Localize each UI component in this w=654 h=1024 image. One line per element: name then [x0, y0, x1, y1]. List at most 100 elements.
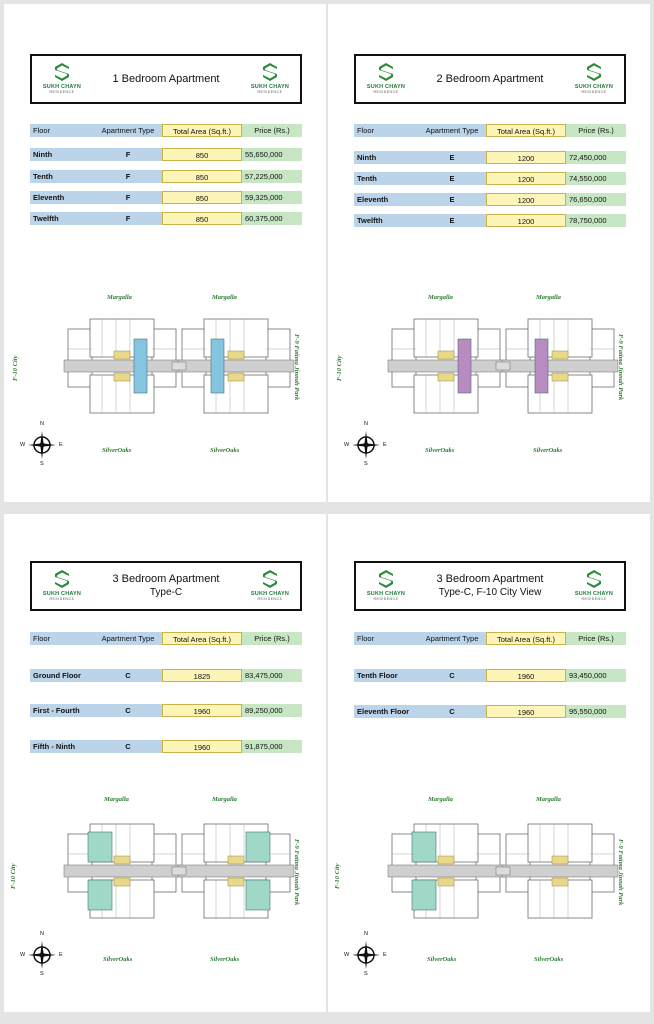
brand-logo: SUKH CHAYN RESIDENCE [250, 568, 290, 606]
cell-floor: Eleventh [354, 193, 486, 206]
label-east: F-9 Fatima Jinnah Park [293, 839, 300, 906]
page-header: SUKH CHAYN RESIDENCE 3 Bedroom Apartment… [30, 561, 302, 611]
brand-tagline: RESIDENCE [373, 597, 399, 601]
apartment-subtitle: Type-C, F-10 City View [438, 587, 542, 598]
cell-area: 1960 [486, 705, 566, 718]
cell-type: C [125, 671, 131, 680]
label-north: Margalla [212, 796, 237, 803]
floor-plan-drawing [387, 318, 619, 414]
page-header: SUKH CHAYN RESIDENCE 3 Bedroom Apartment… [354, 561, 626, 611]
table-row: Eleventh F 850 59,325,000 [30, 191, 302, 204]
brand-logo: SUKH CHAYN RESIDENCE [42, 61, 82, 99]
cell-area: 1200 [486, 172, 566, 185]
cell-floor: Twelfth [354, 214, 486, 227]
brand-name: SUKH CHAYN [250, 591, 290, 597]
compass-e: E [59, 952, 63, 958]
brand-logo: SUKH CHAYN RESIDENCE [574, 61, 614, 99]
apartment-title: 1 Bedroom Apartment [112, 72, 220, 85]
cell-area: 1960 [162, 740, 242, 753]
label-north: Margalla [428, 294, 453, 301]
cell-price: 83,475,000 [242, 669, 302, 682]
label-north: Margalla [107, 294, 132, 301]
cell-area: 850 [162, 191, 242, 204]
table-row: Tenth F 850 57,225,000 [30, 170, 302, 183]
cell-price: 60,375,000 [242, 212, 302, 225]
sukh-chayn-logo-icon [263, 63, 277, 81]
col-floor: Floor [354, 124, 486, 137]
col-total-area: Total Area (Sq.ft.) [486, 632, 566, 645]
floor-plan: Margalla Margalla SilverOaks SilverOaks … [4, 289, 326, 479]
brand-tagline: RESIDENCE [581, 90, 607, 94]
brand-tagline: RESIDENCE [49, 90, 75, 94]
cell-price: 89,250,000 [242, 704, 302, 717]
compass-s: S [40, 461, 44, 467]
floor-plan-drawing [63, 318, 295, 414]
cell-price: 55,650,000 [242, 148, 302, 161]
col-apartment-type: Apartment Type [425, 126, 479, 135]
compass-rose-icon [28, 431, 56, 459]
page-title: 1 Bedroom Apartment [88, 56, 244, 102]
compass: N S W E [20, 931, 64, 978]
cell-price: 59,325,000 [242, 191, 302, 204]
apartment-title: 2 Bedroom Apartment [436, 72, 544, 85]
compass-rose-icon [352, 941, 380, 969]
price-sheet-2-bedroom: SUKH CHAYN RESIDENCE 2 Bedroom Apartment… [328, 4, 650, 502]
sukh-chayn-logo-icon [263, 570, 277, 588]
page-header: SUKH CHAYN RESIDENCE 2 Bedroom Apartment… [354, 54, 626, 104]
sukh-chayn-logo-icon [379, 570, 393, 588]
brand-name: SUKH CHAYN [366, 84, 406, 90]
brand-name: SUKH CHAYN [250, 84, 290, 90]
cell-floor: Fifth - Ninth [30, 740, 162, 753]
floor-plan: Margalla Margalla SilverOaks SilverOaks … [4, 794, 326, 984]
label-north: Margalla [536, 294, 561, 301]
label-south: SilverOaks [427, 956, 457, 963]
cell-type: C [125, 706, 131, 715]
compass-w: W [344, 442, 350, 448]
cell-floor: Tenth [354, 172, 486, 185]
cell-area: 1960 [162, 704, 242, 717]
table-row: Ground Floor C 1825 83,475,000 [30, 669, 302, 682]
brand-logo: SUKH CHAYN RESIDENCE [366, 568, 406, 606]
cell-floor: Tenth [30, 170, 162, 183]
col-price: Price (Rs.) [242, 124, 302, 137]
cell-area: 1200 [486, 193, 566, 206]
cell-floor: Ninth [30, 148, 162, 161]
col-total-area: Total Area (Sq.ft.) [162, 632, 242, 645]
label-east: F-9 Fatima Jinnah Park [293, 334, 300, 401]
cell-floor: Ground Floor [30, 669, 162, 682]
floor-plan-drawing [63, 823, 295, 919]
label-west: F-10 City [336, 355, 343, 381]
compass-e: E [383, 442, 387, 448]
compass-w: W [20, 442, 26, 448]
floor-plan: Margalla Margalla SilverOaks SilverOaks … [328, 794, 650, 984]
brand-logo: SUKH CHAYN RESIDENCE [42, 568, 82, 606]
compass: N S W E [20, 421, 64, 468]
cell-floor: Twelfth [30, 212, 162, 225]
table-row: First - Fourth C 1960 89,250,000 [30, 704, 302, 717]
cell-area: 850 [162, 212, 242, 225]
cell-area: 850 [162, 148, 242, 161]
label-south: SilverOaks [533, 447, 563, 454]
table-row: Ninth F 850 55,650,000 [30, 148, 302, 161]
compass: N S W E [344, 421, 388, 468]
compass-e: E [59, 442, 63, 448]
table-row: Tenth E 1200 74,550,000 [354, 172, 626, 185]
cell-floor: Eleventh Floor [354, 705, 486, 718]
floor-plan: Margalla Margalla SilverOaks SilverOaks … [328, 289, 650, 479]
cell-type: E [449, 195, 455, 204]
cell-area: 1960 [486, 669, 566, 682]
cell-price: 95,550,000 [566, 705, 626, 718]
label-south: SilverOaks [425, 447, 455, 454]
cell-type: F [125, 150, 131, 159]
cell-price: 74,550,000 [566, 172, 626, 185]
col-total-area: Total Area (Sq.ft.) [486, 124, 566, 137]
label-north: Margalla [536, 796, 561, 803]
brand-tagline: RESIDENCE [581, 597, 607, 601]
page-title: 2 Bedroom Apartment [412, 56, 568, 102]
col-floor: Floor [30, 124, 162, 137]
label-west: F-10 City [334, 863, 341, 889]
table-row: Fifth - Ninth C 1960 91,875,000 [30, 740, 302, 753]
cell-type: E [449, 174, 455, 183]
col-floor: Floor [354, 632, 486, 645]
apartment-subtitle: Type-C [149, 587, 183, 598]
